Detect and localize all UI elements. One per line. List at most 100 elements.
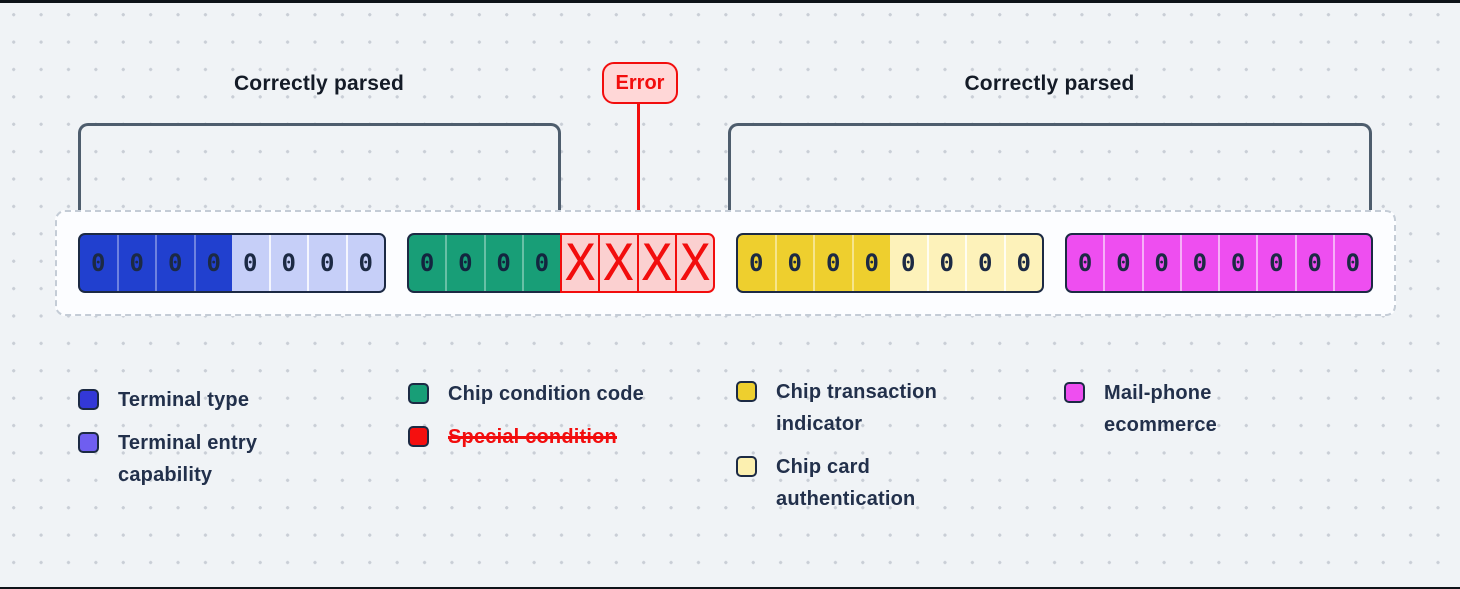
legend-item-mail-phone-ecommerce: Mail-phone ecommerce <box>1064 377 1239 441</box>
bit-cell: 0 <box>738 235 775 291</box>
bit-cell: 0 <box>851 235 891 291</box>
bit-cell: X <box>598 235 636 291</box>
zero-char: 0 <box>901 249 916 277</box>
chip-condition-code-swatch-icon <box>408 383 429 404</box>
bit-cell: 0 <box>1256 235 1294 291</box>
zero-char: 0 <box>787 249 802 277</box>
legend-label: Terminal entry capability <box>118 432 258 486</box>
correctly-parsed-label-left: Correctly parsed <box>233 72 405 95</box>
chip-card-authentication-swatch-icon <box>736 456 757 477</box>
error-x-char: X <box>565 234 596 292</box>
bit-cell: 0 <box>155 235 194 291</box>
zero-char: 0 <box>129 249 144 277</box>
bit-cell: 0 <box>116 235 156 291</box>
zero-char: 0 <box>1016 249 1031 277</box>
bit-cell: 0 <box>890 235 927 291</box>
bit-cell: 0 <box>232 235 269 291</box>
bottom-border-line <box>0 587 1460 589</box>
terminal-entry-capability-swatch-icon <box>78 432 99 453</box>
bit-cell: 0 <box>926 235 966 291</box>
legend-item-chip-condition-code: Chip condition code <box>408 378 698 410</box>
legend-item-special-condition: Special condition <box>408 421 698 453</box>
legend-label: Mail-phone ecommerce <box>1104 382 1217 436</box>
bit-cell: 0 <box>1218 235 1256 291</box>
bit-cell: 0 <box>1003 235 1043 291</box>
correctly-parsed-label-right: Correctly parsed <box>964 72 1135 95</box>
bracket-right <box>728 123 1372 211</box>
zero-char: 0 <box>1345 249 1361 277</box>
zero-char: 0 <box>1154 249 1169 277</box>
zero-char: 0 <box>749 249 764 277</box>
zero-char: 0 <box>864 249 879 277</box>
bit-cell: 0 <box>268 235 308 291</box>
chip-transaction-indicator-swatch-icon <box>736 381 757 402</box>
bit-cell: 0 <box>1141 235 1180 291</box>
legend-item-terminal-type: Terminal type <box>78 384 278 416</box>
bit-cell: 0 <box>193 235 233 291</box>
bit-cell: 0 <box>345 235 385 291</box>
bit-cell: 0 <box>521 235 560 291</box>
zero-char: 0 <box>206 249 221 277</box>
error-x-char: X <box>679 234 710 292</box>
zero-char: 0 <box>91 249 106 277</box>
zero-char: 0 <box>939 249 954 277</box>
special-condition-swatch-icon <box>408 426 429 447</box>
error-x-char: X <box>641 234 672 292</box>
bit-cell: 0 <box>307 235 346 291</box>
zero-char: 0 <box>358 249 373 277</box>
zero-char: 0 <box>243 249 258 277</box>
bit-cell: X <box>636 234 675 292</box>
terminal-type-swatch-icon <box>78 389 99 410</box>
zero-char: 0 <box>496 249 511 277</box>
bit-cell: 0 <box>965 235 1004 291</box>
legend-column: Mail-phone ecommerce <box>1064 377 1239 452</box>
zero-char: 0 <box>1269 249 1284 277</box>
zero-char: 0 <box>978 249 993 277</box>
legend-label: Chip condition code <box>448 383 645 405</box>
zero-char: 0 <box>168 249 183 277</box>
zero-char: 0 <box>458 249 473 277</box>
zero-char: 0 <box>419 249 435 277</box>
legend-item-terminal-entry-capability: Terminal entry capability <box>78 427 278 491</box>
bit-cell: 0 <box>774 235 814 291</box>
error-x-char: X <box>603 234 634 292</box>
bit-cell: 0 <box>1332 235 1371 291</box>
top-border-line <box>0 0 1460 3</box>
zero-char: 0 <box>1192 249 1208 277</box>
legend-label: Special condition <box>448 426 617 448</box>
legend-item-chip-card-authentication: Chip card authentication <box>736 451 951 515</box>
zero-char: 0 <box>826 249 841 277</box>
zero-char: 0 <box>1307 249 1322 277</box>
error-connector-line <box>637 103 640 234</box>
bit-cell: X <box>674 234 713 292</box>
bit-cell: X <box>562 235 598 291</box>
zero-char: 0 <box>320 249 335 277</box>
mail-phone-ecommerce-swatch-icon <box>1064 382 1085 403</box>
bracket-left <box>78 123 561 211</box>
bit-cell: 0 <box>1067 235 1103 291</box>
legend-label: Chip card authentication <box>776 456 916 510</box>
bit-cell: 0 <box>445 235 483 291</box>
legend-item-chip-transaction-indicator: Chip transaction indicator <box>736 376 951 440</box>
zero-char: 0 <box>1116 249 1131 277</box>
bit-cell: 0 <box>813 235 852 291</box>
bit-cell: 0 <box>483 235 522 291</box>
zero-char: 0 <box>281 249 296 277</box>
bit-cell: 0 <box>1103 235 1141 291</box>
bit-cell: 0 <box>1179 235 1218 291</box>
zero-char: 0 <box>1230 249 1246 277</box>
